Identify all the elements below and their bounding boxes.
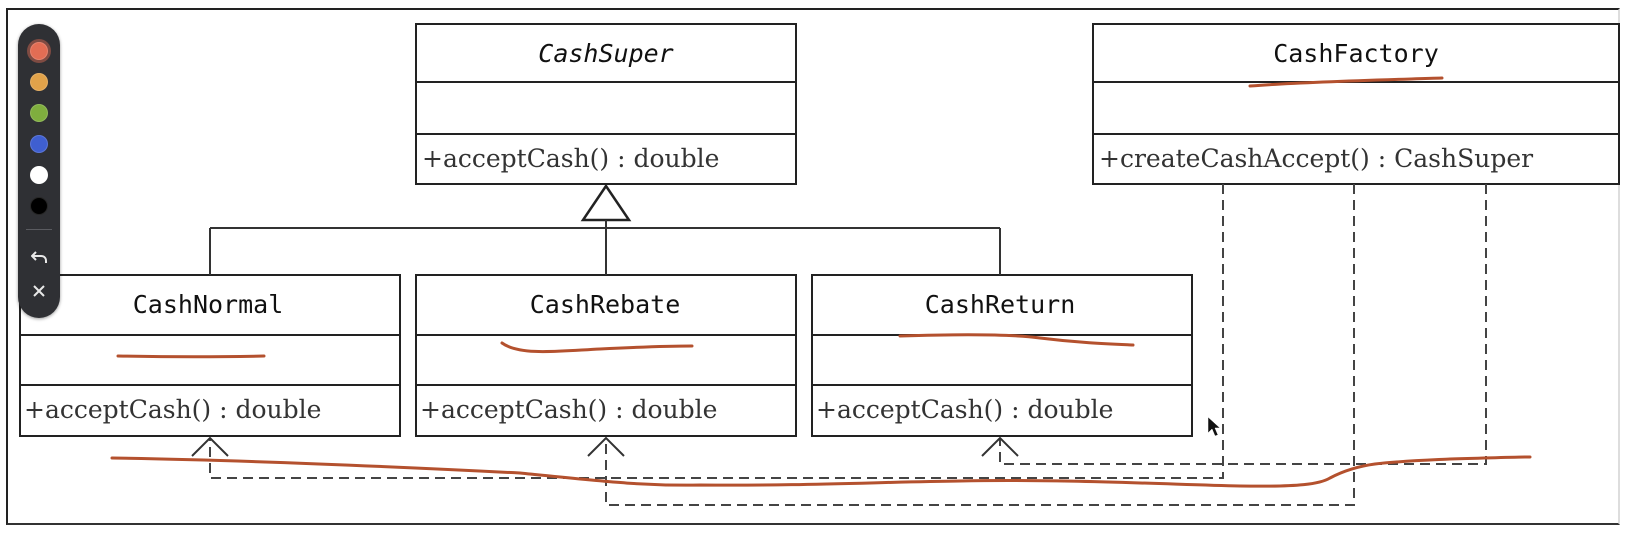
mouse-cursor-icon	[1207, 416, 1221, 437]
class-name: CashReturn	[925, 290, 1076, 319]
class-cashnormal: CashNormal +acceptCash() : double	[19, 274, 401, 437]
inheritance-arrowhead	[580, 183, 632, 222]
ink-underline-cashnormal	[116, 354, 266, 359]
class-operation: +acceptCash() : double	[422, 144, 719, 173]
dependency-arrowhead	[191, 436, 229, 457]
class-name: CashRebate	[530, 290, 681, 319]
class-cashreturn: CashReturn +acceptCash() : double	[811, 274, 1193, 437]
color-swatch-green[interactable]	[30, 104, 48, 122]
class-operation: +acceptCash() : double	[420, 395, 717, 424]
color-swatch-blue[interactable]	[30, 135, 48, 153]
class-operation: +acceptCash() : double	[816, 395, 1113, 424]
undo-button[interactable]	[23, 242, 55, 272]
class-name: CashNormal	[133, 290, 284, 319]
dependency-connectors	[191, 184, 1487, 506]
class-box	[811, 274, 1193, 437]
dependency-arrowhead	[587, 436, 625, 457]
class-operation: +createCashAccept() : CashSuper	[1099, 144, 1533, 173]
class-cashsuper: CashSuper +acceptCash() : double	[415, 23, 797, 185]
close-icon	[33, 285, 45, 297]
class-name: CashSuper	[538, 39, 673, 68]
ink-long-stroke	[110, 455, 1532, 488]
color-swatch-orange[interactable]	[30, 73, 48, 91]
dependency-line	[209, 184, 1224, 479]
class-box	[415, 274, 797, 437]
color-swatch-black[interactable]	[30, 197, 48, 215]
inheritance-connector	[209, 183, 1001, 275]
ink-underline-cashfactory	[1248, 76, 1444, 88]
class-name: CashFactory	[1273, 39, 1439, 68]
class-box	[1092, 23, 1620, 185]
close-button[interactable]	[23, 276, 55, 306]
ink-underline-cashreturn	[898, 333, 1135, 347]
color-swatch-white[interactable]	[30, 166, 48, 184]
undo-icon	[30, 251, 47, 263]
class-cashfactory: CashFactory +createCashAccept() : CashSu…	[1092, 23, 1620, 185]
toolbar-divider	[26, 229, 52, 230]
class-box	[415, 23, 797, 185]
freehand-annotations	[110, 76, 1532, 488]
class-cashrebate: CashRebate +acceptCash() : double	[415, 274, 797, 437]
dependency-arrowhead	[981, 436, 1019, 457]
ink-underline-cashrebate	[500, 341, 694, 354]
color-swatch-red[interactable]	[30, 42, 48, 60]
dependency-line	[605, 184, 1355, 506]
class-operation: +acceptCash() : double	[24, 395, 321, 424]
annotation-toolbar	[18, 24, 60, 318]
